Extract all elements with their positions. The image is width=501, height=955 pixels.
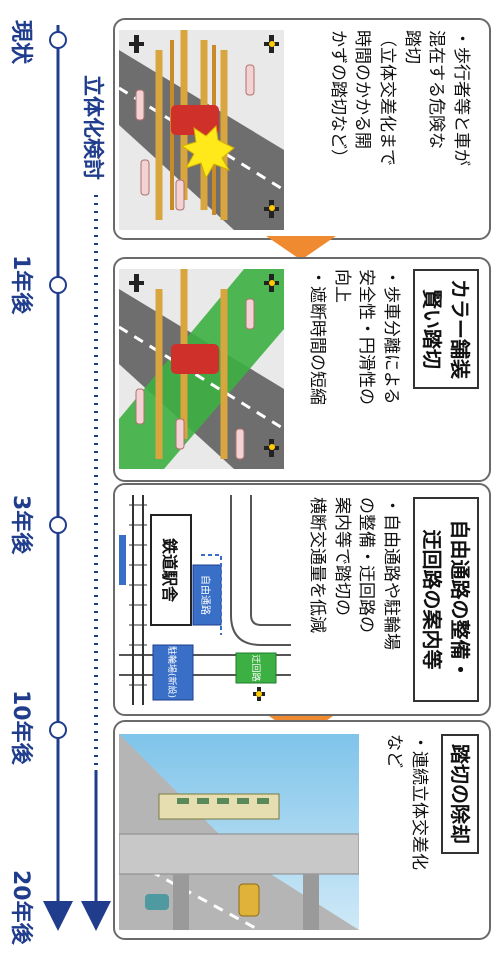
detour-route-box xyxy=(235,652,277,684)
car-icon xyxy=(145,894,169,910)
desc-line: 混在する危険な xyxy=(426,30,447,149)
station-label: 鉄道駅舎 xyxy=(160,538,179,603)
crossing-hazard-illustration xyxy=(119,30,284,230)
viaduct-deck xyxy=(119,833,359,875)
panel-crossing-removal-description: ・連続立体交差化 など xyxy=(382,734,431,870)
desc-line: など xyxy=(384,734,405,768)
desc-line: 踏切 xyxy=(401,30,422,64)
relocated-parking-box xyxy=(119,535,126,585)
danger-burst-icon xyxy=(180,124,235,180)
desc-line: ・連続立体交差化 xyxy=(409,734,429,870)
panel-current: ・歩行者等と車が 混在する危険な 踏切 （立体交差化まで 時間のかかる開 かずの… xyxy=(113,18,491,240)
viaduct-pillar xyxy=(173,874,189,930)
panel-free-passage-title: 自由通路の整備・ 迂回路の案内等 xyxy=(413,497,479,702)
timeline-label-20y: 20年後 xyxy=(8,870,33,945)
panel-current-description: ・歩行者等と車が 混在する危険な 踏切 （立体交差化まで 時間のかかる開 かずの… xyxy=(325,30,473,166)
desc-line: ・歩車分離による xyxy=(381,269,401,405)
timeline-dot-3y xyxy=(49,516,67,534)
car-icon xyxy=(238,883,260,917)
timeline-dot-10y xyxy=(49,721,67,739)
panel-free-passage-description: ・自由通路や駐輪場 の整備・迂回路の 案内等で踏切の 横断交通量を低減 xyxy=(304,497,403,650)
timeline-label-10y: 10年後 xyxy=(8,690,33,765)
station-map-illustration: 鉄道駅舎 自由通路 駐輪場(新設) 迂回路 xyxy=(119,495,291,705)
title-line: カラー舗装 xyxy=(448,279,472,379)
title-line: 自由通路の整備・ xyxy=(448,519,472,680)
desc-line: 時間のかかる開 xyxy=(352,30,373,149)
desc-line: かずの踏切など） xyxy=(327,30,348,166)
timeline-label-3y: 3年後 xyxy=(8,495,33,555)
pedestrian-icons xyxy=(135,298,255,460)
desc-line: の整備・迂回路の xyxy=(356,497,377,633)
bicycle-parking-label: 駐輪場(新設) xyxy=(166,646,178,698)
color-pavement-illustration xyxy=(119,269,284,469)
car-icon xyxy=(171,344,219,374)
title-line: 賢い踏切 xyxy=(420,289,444,369)
title-line: 踏切の除却 xyxy=(448,744,472,844)
desc-line: 案内等で踏切の xyxy=(331,497,352,616)
free-passage-label: 自由通路 xyxy=(199,575,212,615)
desc-line: ・遮断時間の短縮 xyxy=(307,269,328,405)
panel-color-pavement-title: カラー舗装 賢い踏切 xyxy=(413,269,479,389)
timeline-dot-1y xyxy=(49,276,67,294)
pedestrian-icons xyxy=(135,64,255,211)
bicycle-parking-box xyxy=(152,644,194,701)
detour-route-label: 迂回路 xyxy=(250,654,262,681)
train-icon xyxy=(158,793,280,820)
station-building xyxy=(150,514,192,626)
car-icon xyxy=(171,105,219,135)
timeline-dot-now xyxy=(49,31,67,49)
timeline-label-1y: 1年後 xyxy=(8,255,33,315)
viaduct-pillar xyxy=(303,874,319,930)
timeline-label-now: 現状 xyxy=(8,20,33,65)
panel-crossing-removal-title: 踏切の除却 xyxy=(441,734,479,854)
study-label: 立体化検討 xyxy=(81,75,105,180)
panel-crossing-removal: 踏切の除却 ・連続立体交差化 など xyxy=(113,720,491,940)
desc-line: 横断交通量を低減 xyxy=(307,497,328,633)
desc-line: 安全性・円滑性の xyxy=(356,269,377,405)
panel-color-pavement: カラー舗装 賢い踏切 ・歩車分離による 安全性・円滑性の 向上 ・遮断時間の短縮 xyxy=(113,257,491,482)
desc-line: （立体交差化まで xyxy=(377,30,398,166)
desc-line: 向上 xyxy=(331,269,352,303)
panel-color-pavement-description: ・歩車分離による 安全性・円滑性の 向上 ・遮断時間の短縮 xyxy=(304,269,403,405)
title-line: 迂回路の案内等 xyxy=(420,529,444,670)
desc-line: ・歩行者等と車が xyxy=(451,30,471,166)
panel-free-passage: 自由通路の整備・ 迂回路の案内等 ・自由通路や駐輪場 の整備・迂回路の 案内等で… xyxy=(113,483,491,716)
desc-line: ・自由通路や駐輪場 xyxy=(381,497,401,650)
elevated-rail-illustration xyxy=(119,734,359,930)
arrow-1-to-2 xyxy=(266,236,336,260)
